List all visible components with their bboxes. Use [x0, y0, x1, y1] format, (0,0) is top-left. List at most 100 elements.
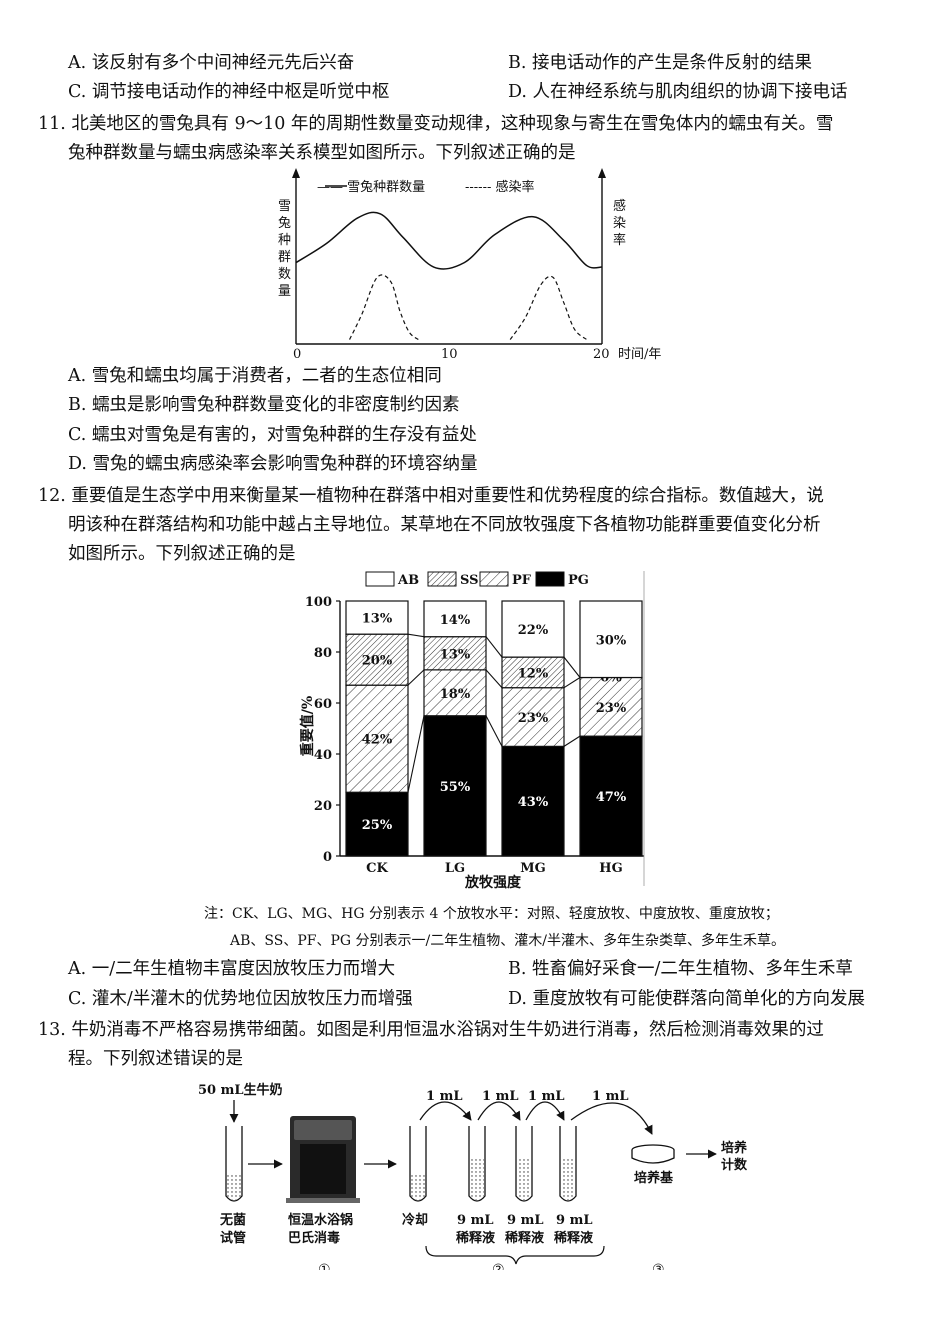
q12-option-d: D. 重度放牧有可能使群落向简单化的方向发展 — [508, 989, 866, 1009]
y-tick-label: 0 — [323, 850, 332, 865]
y-axis-label-left: 雪兔种群数量 — [278, 199, 291, 299]
connector-line — [407, 633, 425, 638]
data-label-MG-SS: 12% — [518, 666, 549, 681]
step-2: ② — [492, 1262, 505, 1270]
dilution-tube-2 — [515, 1126, 533, 1202]
dilution-vol-1: 9 mL — [457, 1213, 493, 1228]
y-label-right-char: 感 — [613, 198, 626, 214]
connector-line — [563, 656, 581, 678]
bar-CK-AB — [345, 600, 409, 635]
legend-swatch-PF — [479, 571, 509, 587]
stacked-bars: 25%42%20%13%CK55%18%13%14%LG43%23%12%22%… — [345, 600, 643, 876]
x-tick-LG: LG — [445, 861, 465, 876]
x-axis-label: 时间/年 — [618, 347, 661, 360]
connector-line — [407, 715, 425, 793]
q11-stem-line1: 11. 北美地区的雪兔具有 9～10 年的周期性数量变动规律，这种现象与寄生在雪… — [38, 114, 834, 134]
bar-MG-PG — [501, 745, 565, 857]
bar-CK-PG — [345, 791, 409, 857]
transfer-label-3: 1 mL — [528, 1089, 564, 1104]
q12-note-line2: AB、SS、PF、PG 分别表示一/二年生植物、灌木/半灌木、多年生杂类草、多年… — [230, 933, 785, 949]
q12-option-c: C. 灌木/半灌木的优势地位因放牧压力而增强 — [68, 989, 413, 1009]
q11-option-d: D. 雪兔的蠕虫病感染率会影响雪兔种群的环境容纳量 — [68, 454, 478, 474]
transfer-arc-2 — [477, 1101, 521, 1121]
legend-label-PF: PF — [512, 573, 532, 588]
sterile-tube — [225, 1126, 243, 1202]
data-label-CK-PF: 42% — [362, 733, 393, 748]
x-tick-10: 10 — [441, 347, 458, 360]
x-tick-CK: CK — [366, 861, 388, 876]
y-label-left-char: 雪 — [278, 199, 291, 214]
q13-stem-line2: 程。下列叙述错误的是 — [68, 1049, 243, 1069]
q10-option-d: D. 人在神经系统与肌肉组织的协调下接电话 — [508, 82, 848, 102]
dilution-name-1: 稀释液 — [456, 1230, 495, 1246]
step-1: ① — [318, 1262, 331, 1270]
transfer-arc-1 — [419, 1101, 472, 1121]
legend-swatch-SS — [427, 571, 457, 587]
data-label-LG-AB: 14% — [440, 613, 471, 628]
y-axis-label-right: 感染率 — [613, 198, 626, 248]
transfer-label-4: 1 mL — [592, 1089, 628, 1104]
bar-LG-AB — [423, 600, 487, 638]
dilution-brace — [425, 1245, 605, 1265]
y-tick-label: 20 — [314, 799, 332, 814]
y-label-left-char: 群 — [278, 250, 291, 265]
infection-rate-line-1 — [349, 274, 419, 341]
connector-line — [485, 669, 503, 689]
result-label-1: 培养 — [721, 1140, 748, 1156]
q11-option-b: B. 蠕虫是影响雪兔种群数量变化的非密度制约因素 — [68, 395, 460, 415]
dilution-name-2: 稀释液 — [505, 1230, 544, 1246]
milk-disinfection-diagram: 50 mL生牛奶 无菌 试管 恒温水浴锅 巴氏消毒 冷却 1 mL 1 mL 1… — [198, 1082, 748, 1270]
petri-dish-icon — [631, 1144, 675, 1164]
y-tick-label: 60 — [314, 697, 332, 712]
cool-label: 冷却 — [402, 1212, 428, 1228]
connector-line — [485, 636, 503, 658]
bar-HG-AB — [579, 600, 643, 679]
milk-label: 50 mL生牛奶 — [198, 1082, 283, 1098]
y-axis-left-arrow — [292, 168, 300, 178]
dilution-tube-1 — [468, 1126, 486, 1202]
connector-line — [563, 735, 581, 747]
transfer-arc-3 — [525, 1101, 565, 1121]
bath-label-2: 巴氏消毒 — [288, 1230, 340, 1246]
q12-option-a: A. 一/二年生植物丰富度因放牧压力而增大 — [68, 959, 396, 979]
data-label-CK-PG: 25% — [362, 818, 393, 833]
plate-label: 培养基 — [634, 1170, 674, 1186]
legend-swatch-PG — [535, 571, 565, 587]
dilution-vol-3: 9 mL — [556, 1213, 592, 1228]
bar-LG-PF — [423, 669, 487, 717]
x-tick-20: 20 — [593, 347, 610, 360]
bar-MG-AB — [501, 600, 565, 658]
data-label-HG-AB: 30% — [596, 633, 627, 648]
bar-CK-PF — [345, 684, 409, 793]
transfer-label-2: 1 mL — [482, 1089, 518, 1104]
data-label-HG-PG: 47% — [596, 790, 627, 805]
y-label-right-char: 染 — [613, 216, 626, 231]
y-label-left-char: 兔 — [278, 216, 291, 231]
tube1-label-1: 无菌 — [219, 1212, 246, 1228]
q12-note-line1: 注：CK、LG、MG、HG 分别表示 4 个放牧水平：对照、轻度放牧、中度放牧、… — [204, 906, 779, 922]
y-tick-label: 40 — [314, 748, 332, 763]
data-label-LG-PG: 55% — [440, 780, 471, 795]
q12-option-b: B. 牲畜偏好采食一/二年生植物、多年生禾草 — [508, 959, 853, 979]
y-axis-right-arrow — [598, 168, 606, 178]
data-label-MG-AB: 22% — [518, 623, 549, 638]
legend-dashed-label: ------ 感染率 — [465, 179, 535, 195]
connector-line — [485, 715, 503, 747]
data-label-MG-PF: 23% — [518, 711, 549, 726]
legend-label-PG: PG — [568, 573, 589, 588]
data-label-LG-SS: 13% — [440, 647, 471, 662]
legend-solid-label: —— 雪兔种群数量 — [317, 180, 425, 195]
y-axis-label: 重要值/% — [299, 696, 316, 756]
population-infection-chart: —— 雪兔种群数量 ------ 感染率 雪兔种群数量 感染率 0 10 20 … — [275, 166, 675, 360]
q10-option-a: A. 该反射有多个中间神经元先后兴奋 — [68, 53, 355, 73]
data-label-LG-PF: 18% — [440, 687, 471, 702]
q11-stem-line2: 兔种群数量与蠕虫病感染率关系模型如图所示。下列叙述正确的是 — [68, 143, 576, 163]
water-bath-icon — [286, 1116, 360, 1203]
y-label-left-char: 种 — [278, 233, 291, 248]
q12-stem-line2: 明该种在群落结构和功能中越占主导地位。某草地在不同放牧强度下各植物功能群重要值变… — [68, 515, 821, 535]
bar-MG-PF — [501, 687, 565, 747]
y-label-left-char: 数 — [278, 267, 291, 282]
result-label-2: 计数 — [721, 1157, 748, 1173]
